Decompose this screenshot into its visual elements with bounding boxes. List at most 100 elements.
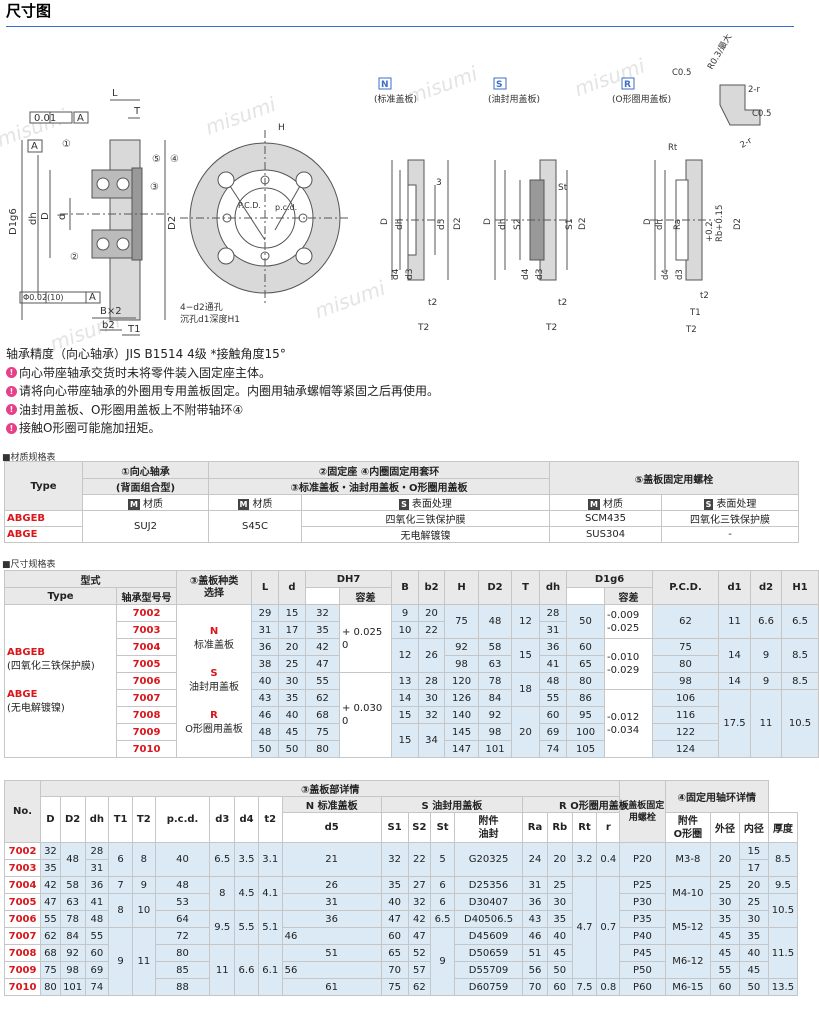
table-cell: 140 [444,706,480,724]
svg-text:A: A [31,141,38,152]
note-item: !请将向心带座轴承的外圈用专用盖板固定。内圈用轴承螺帽等紧固之后再使用。 [6,382,439,401]
info-icon: ! [6,385,17,397]
svg-text:2-r: 2-r [748,85,760,95]
table-cell: 10 [131,893,156,928]
table-cell: 45 [546,944,573,962]
table-cell: 62 [407,978,432,996]
table-cell: 98 [59,961,86,979]
svg-text:t2: t2 [428,298,437,308]
table-header-cell: p.c.d. [154,796,211,843]
table-cell: 45 [710,927,740,945]
svg-text:(标准盖板): (标准盖板) [374,93,417,105]
table-cell: 10.5 [781,689,819,758]
table-cell: 9 [131,876,156,894]
table-cell: 48 [478,604,513,639]
table-cell: 30 [546,893,573,911]
table-cell: 20 [710,842,740,877]
table-cell: 56 [281,961,382,979]
table-cell: 35 [380,876,409,894]
table-cell: M3-8 [664,842,712,877]
table-header-cell: T [511,570,541,605]
table-cell: 7005 [116,655,177,673]
table-cell: 17 [738,859,769,877]
table-header-cell: P.C.D. [652,570,720,605]
watermark: misumi [202,92,279,140]
table-cell: 7006 [3,910,42,928]
table-cell: 36 [251,638,279,656]
table-cell: P20 [619,842,666,877]
table-cell: 9 [750,638,783,673]
table-cell: 43 [522,910,548,928]
surface-mark-icon: S [703,499,714,510]
table-cell: 36 [84,876,110,894]
table-cell: 92 [478,706,513,724]
table-cell: 41 [539,655,568,673]
table-cell: 48 [59,842,86,877]
svg-text:S1: S1 [565,219,575,230]
svg-text:L: L [112,88,118,99]
dimension-drawing: misumi misumi misumi misumi misumi misum… [0,32,771,356]
table-header-cell: d3 [209,796,236,843]
table-cell: 36 [522,893,548,911]
table-cell: 48 [154,876,211,894]
table-cell: 48 [84,910,110,928]
svg-text:d4: d4 [661,269,671,280]
table-cell: 22 [407,842,432,877]
table-header-cell [566,587,606,605]
table-cell: S45C [208,510,302,543]
table-cell: 25 [710,876,740,894]
table-cell: 7010 [3,978,42,996]
table-cell: 30 [278,672,306,690]
table-cell: 13 [391,672,420,690]
svg-text:②: ② [70,252,79,263]
table-cell: 84 [59,927,86,945]
table-cell: 46 [522,927,548,945]
holder-subheader: ③标准盖板・油封用盖板・O形圈用盖板 [207,478,551,495]
svg-text:S: S [496,80,502,90]
table-cell: M6-12 [664,944,712,979]
svg-text:t2: t2 [700,291,709,301]
table-header-cell: ③盖板部详情 [40,780,621,797]
table-cell: 9 [108,927,133,996]
table-cell: 75 [40,961,61,979]
table-cell: 8.5 [781,672,819,690]
s-cover-view [494,159,575,281]
table-cell: 60 [566,638,606,656]
table-cell: 64 [154,910,211,928]
svg-text:B×2: B×2 [100,306,122,317]
table-header-cell [305,587,340,605]
table-cell: 3.2 [571,842,598,877]
svg-text:沉孔d1深度H1: 沉孔d1深度H1 [180,313,240,325]
note-item: !向心带座轴承交货时未将零件装入固定座主体。 [6,364,439,383]
table-cell: 38 [251,655,279,673]
table-cell: 30 [710,893,740,911]
table-cell: 116 [652,706,720,724]
svg-text:D2: D2 [167,216,178,230]
table-cell: 43 [251,689,279,707]
table-cell: 4.7 [571,876,598,979]
table-cell: 95 [566,706,606,724]
table-header-cell: 内径 [738,812,769,843]
svg-text:t2: t2 [558,298,567,308]
table-cell: ABGEB [4,510,83,527]
surface-mark-icon: S [399,499,409,510]
size-table-caption: ■尺寸规格表 [2,560,56,570]
table-cell: P45 [619,944,666,962]
table-cell: 7004 [116,638,177,656]
svg-text:(油封用盖板): (油封用盖板) [488,93,540,105]
table-cell: 11 [131,927,156,996]
table-cell: 60 [710,978,740,996]
table-cell: 11 [209,944,236,996]
table-cell: ABGEB(四氧化三铁保护膜) ABGE(无电解镀镍) [4,604,117,758]
svg-text:D: D [40,212,51,220]
table-cell: 5 [430,842,455,877]
table-cell: 6.1 [257,944,283,996]
